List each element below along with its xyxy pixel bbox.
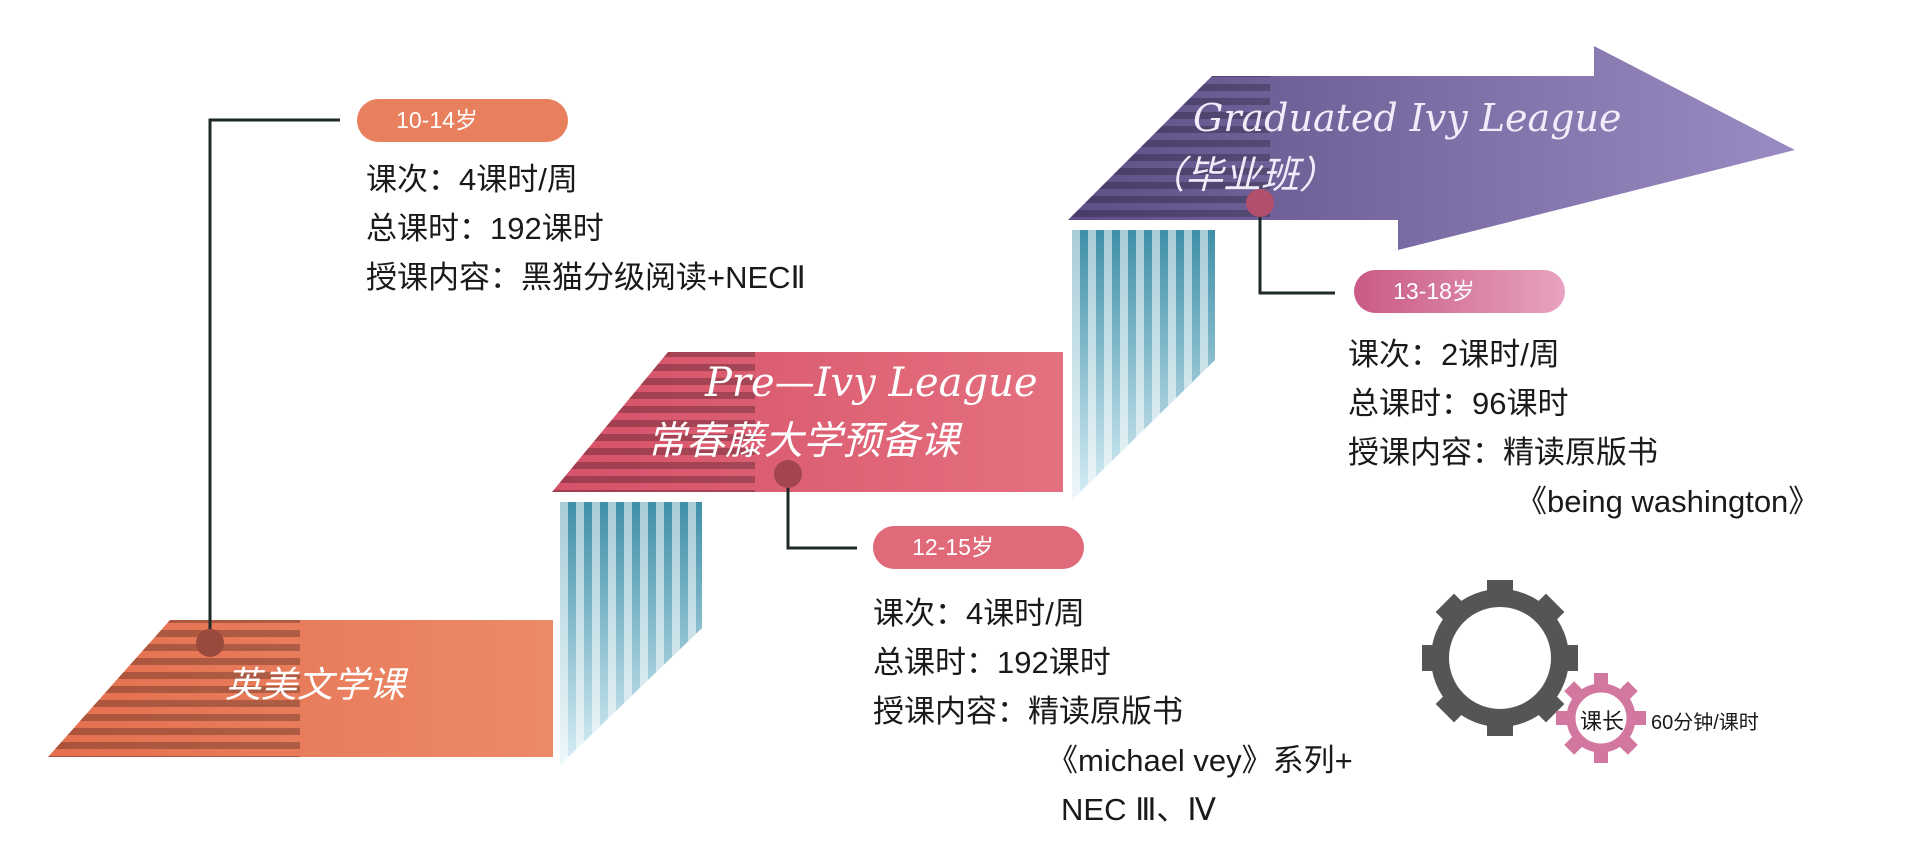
age-pill-3-bg [1354, 270, 1565, 313]
duration-value: 60分钟/课时 [1651, 712, 1759, 734]
gear-icon [1422, 580, 1578, 736]
detail-content: 授课内容：精读原版书 [1348, 435, 1658, 470]
step-3-title-en: Graduated Ivy League [1193, 96, 1622, 140]
step-1-shape [48, 620, 553, 757]
age-badge-2: 12-15岁 [912, 534, 994, 560]
step-3-title: （毕业班） [1147, 153, 1338, 197]
detail-content-book: 《being washington》 [1516, 484, 1820, 519]
detail-sessions: 课次：2课时/周 [1348, 337, 1560, 372]
detail-content-book: 《michael vey》系列+ [1047, 743, 1353, 778]
connector-2 [786, 474, 857, 550]
duration-label: 课长 [1580, 709, 1625, 734]
step-3-details: 课次：2课时/周 总课时：96课时 授课内容：精读原版书 《being wash… [1348, 330, 1819, 526]
age-badge-1: 10-14岁 [396, 107, 478, 133]
riser-1 [560, 502, 702, 765]
detail-total-hours: 总课时：96课时 [1348, 386, 1569, 421]
connector-3 [1258, 203, 1335, 295]
step-2-title: 常春藤大学预备课 [647, 419, 960, 464]
age-badge-3: 13-18岁 [1393, 278, 1475, 304]
step-1-title: 英美文学课 [225, 665, 406, 706]
detail-sessions: 课次：4课时/周 [873, 596, 1085, 631]
step-2-shape [552, 352, 1063, 492]
detail-sessions: 课次：4课时/周 [366, 162, 578, 197]
step-2-details: 课次：4课时/周 总课时：192课时 授课内容：精读原版书 《michael v… [873, 589, 1353, 834]
connector-dot-2 [774, 460, 802, 488]
age-pill-2-bg [873, 526, 1084, 569]
detail-content: 授课内容：精读原版书 [873, 694, 1183, 729]
detail-total-hours: 总课时：192课时 [366, 211, 604, 246]
connector-1 [208, 118, 340, 643]
step-1-details: 课次：4课时/周 总课时：192课时 授课内容：黑猫分级阅读+NECⅡ [366, 155, 806, 302]
gear-icon-small [1556, 673, 1646, 763]
connector-dot-1 [196, 629, 224, 657]
detail-total-hours: 总课时：192课时 [873, 645, 1111, 680]
riser-2 [1072, 230, 1215, 500]
connector-dot-3 [1246, 189, 1274, 217]
age-pill-1-bg [357, 99, 568, 142]
step-2-title-en: Pre—Ivy League [705, 360, 1038, 406]
detail-content: 授课内容：黑猫分级阅读+NECⅡ [366, 260, 806, 295]
detail-content-nec: NEC Ⅲ、Ⅳ [1061, 792, 1217, 827]
